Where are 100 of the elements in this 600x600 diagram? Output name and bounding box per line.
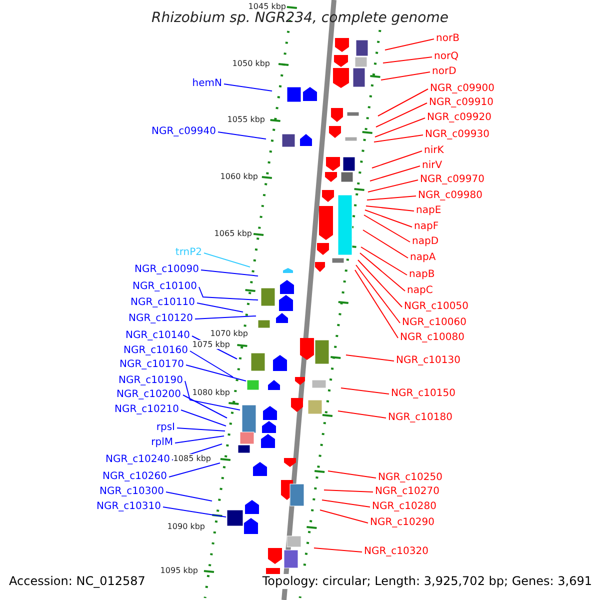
- scale-tick-label: 1085 kbp: [173, 454, 211, 463]
- leader-line: [374, 118, 426, 138]
- leader-line: [366, 196, 416, 200]
- gene-label: NGR_c10160: [124, 345, 188, 357]
- leader-line: [382, 56, 432, 64]
- gene-label: NGR_c10100: [132, 281, 197, 293]
- map-title: Rhizobium sp. NGR234, complete genome: [150, 10, 450, 27]
- scale-tick-label: 1090 kbp: [167, 522, 205, 531]
- gene-label: NGR_c09920: [427, 112, 492, 124]
- gene-label: NGR_c10310: [96, 501, 161, 513]
- gene-label: NGR_c10090: [134, 264, 199, 276]
- leader-line: [380, 72, 430, 80]
- leader-line: [162, 506, 226, 518]
- leader-line: [374, 134, 424, 142]
- gene-label: NGR_c09980: [418, 190, 482, 202]
- gene-label: napC: [407, 285, 433, 297]
- gene-label: norD: [432, 66, 456, 78]
- leader-line: [218, 132, 266, 140]
- gene-label: NGR_c10050: [404, 301, 468, 313]
- gene-label: NGR_c09900: [430, 83, 494, 95]
- scale-tick-label: 1055 kbp: [227, 115, 265, 124]
- gene-label: NGR_c09930: [425, 129, 490, 141]
- gene-label: napB: [409, 269, 435, 281]
- gene-label: NGR_c10250: [378, 472, 442, 484]
- gene-label: nirV: [422, 160, 442, 172]
- leader-line: [174, 436, 224, 444]
- gene-label: NGR_c10130: [396, 355, 460, 367]
- leader-line: [340, 388, 390, 394]
- leader-line: [176, 428, 226, 432]
- scale-tick-label: 1080 kbp: [192, 388, 230, 397]
- leader-line: [338, 410, 386, 418]
- gene-label: NGR_c10180: [388, 412, 452, 424]
- gene-label: NGR_c10280: [372, 501, 436, 513]
- gene-label: NGR_c10320: [364, 546, 428, 558]
- leader-line: [354, 270, 398, 338]
- leader-line: [182, 394, 228, 418]
- leader-line: [372, 150, 422, 168]
- leader-line: [224, 84, 272, 92]
- leader-line: [180, 410, 226, 426]
- accession-text: Accession: NC_012587: [9, 574, 146, 589]
- leader-line: [346, 354, 394, 362]
- leader-line: [314, 548, 362, 552]
- gene-label: rplM: [151, 437, 173, 449]
- gene-label: napA: [410, 252, 436, 264]
- leader-line: [328, 470, 376, 478]
- genome-info-text: Topology: circular; Length: 3,925,702 bp; Genes: 3,691: [262, 574, 592, 589]
- leader-line: [362, 230, 408, 258]
- leader-line: [204, 252, 250, 268]
- leader-line: [320, 510, 368, 524]
- gene-label: napD: [412, 236, 439, 248]
- gene-label: napF: [414, 221, 439, 233]
- gene-label: NGR_c10200: [116, 389, 181, 401]
- gene-label: NGR_c09940: [152, 126, 216, 138]
- scale-tick-label: 1075 kbp: [192, 340, 230, 349]
- leader-line: [364, 210, 412, 228]
- scale-tick-label: 1065 kbp: [214, 229, 252, 238]
- gene-label: napE: [416, 205, 442, 217]
- leader-line: [378, 88, 428, 116]
- gene-label: NGR_c10240: [106, 454, 170, 466]
- scale-tick-label: 1095 kbp: [160, 566, 198, 575]
- leader-line: [184, 380, 240, 410]
- gene-label: NGR_c10110: [130, 297, 195, 309]
- gene-label: NGR_c10170: [120, 359, 184, 371]
- leader-line: [370, 166, 420, 182]
- gene-label: NGR_c10140: [126, 330, 190, 342]
- leader-line: [384, 38, 434, 50]
- gene-label: norB: [436, 33, 460, 45]
- leader-line: [196, 302, 244, 312]
- gene-label: NGR_c10270: [375, 486, 440, 498]
- leader-line: [356, 264, 400, 324]
- gene-label: rpsI: [156, 422, 175, 434]
- gene-label: NGR_c10080: [400, 332, 464, 344]
- leader-line: [168, 462, 220, 478]
- gene-label: NGR_c10190: [118, 375, 183, 387]
- leader-line: [324, 490, 374, 492]
- leader-line: [186, 364, 246, 382]
- gene-label: nirK: [424, 145, 444, 157]
- leader-line: [190, 350, 234, 378]
- leader-line: [376, 102, 428, 128]
- gene-label: NGR_c10120: [128, 313, 193, 325]
- leader-line: [166, 492, 212, 502]
- gene-label: hemN: [192, 78, 222, 90]
- gene-label: norQ: [434, 51, 458, 63]
- leader-line: [366, 206, 414, 212]
- gene-label: NGR_c10150: [391, 388, 456, 400]
- leader-line: [198, 286, 258, 300]
- leader-line: [322, 500, 370, 508]
- leader-line: [368, 180, 418, 192]
- gene-label: NGR_c10210: [114, 404, 179, 416]
- gene-label: NGR_c09910: [429, 97, 494, 109]
- gene-label: NGR_c10290: [370, 517, 434, 529]
- gene-label: NGR_c10060: [402, 317, 466, 329]
- leader-line: [360, 246, 408, 276]
- leader-line: [194, 316, 256, 320]
- gene-label: trnP2: [175, 247, 202, 259]
- leader-line: [358, 260, 402, 308]
- gene-label: NGR_c09970: [420, 174, 484, 186]
- scale-tick-label: 1070 kbp: [210, 329, 248, 338]
- leader-line: [200, 270, 258, 276]
- scale-tick-label: 1060 kbp: [220, 172, 258, 181]
